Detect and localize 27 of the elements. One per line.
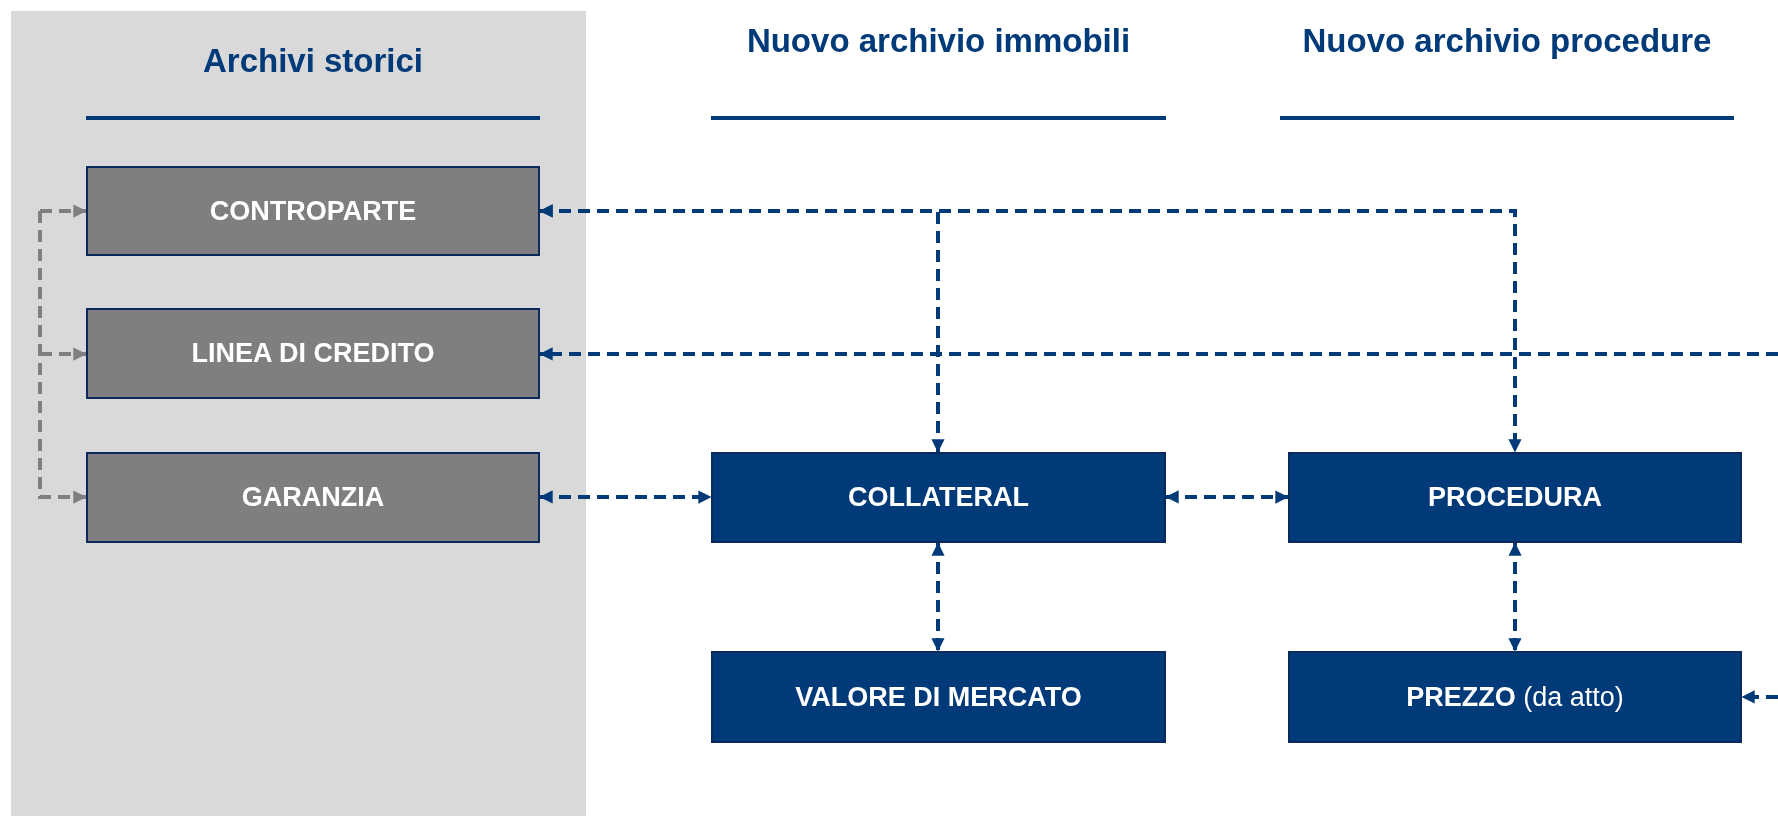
process-box	[86, 308, 540, 399]
process-box	[1288, 452, 1742, 543]
box-label: CONTROPARTE	[209, 195, 417, 227]
process-box	[86, 452, 540, 543]
connector-arrow	[40, 204, 87, 218]
process-box	[711, 651, 1166, 743]
box-label: PREZZO (da atto)	[1406, 681, 1624, 713]
connector-arrow	[539, 490, 712, 504]
section-heading: Nuovo archivio immobili	[745, 22, 1132, 60]
section-heading: Archivi storici	[201, 42, 425, 80]
box-label: LINEA DI CREDITO	[191, 338, 435, 369]
connector-arrow	[1165, 490, 1289, 504]
connector-arrow	[38, 211, 87, 504]
process-box	[86, 166, 540, 256]
box-label: PROCEDURA	[1428, 482, 1602, 513]
connector-arrow	[931, 542, 945, 652]
connector-arrow	[1741, 690, 1778, 704]
connector-arrow	[539, 347, 1778, 361]
box-label: GARANZIA	[241, 482, 385, 513]
box-label: VALORE DI MERCATO	[795, 681, 1082, 713]
connector-arrow	[40, 347, 87, 361]
process-box	[711, 452, 1166, 543]
connector-arrow	[1508, 542, 1522, 652]
section-heading: Nuovo archivio procedure	[1301, 22, 1713, 60]
box-label: COLLATERAL	[848, 482, 1029, 513]
group-panel	[11, 11, 586, 816]
process-box	[1288, 651, 1742, 743]
